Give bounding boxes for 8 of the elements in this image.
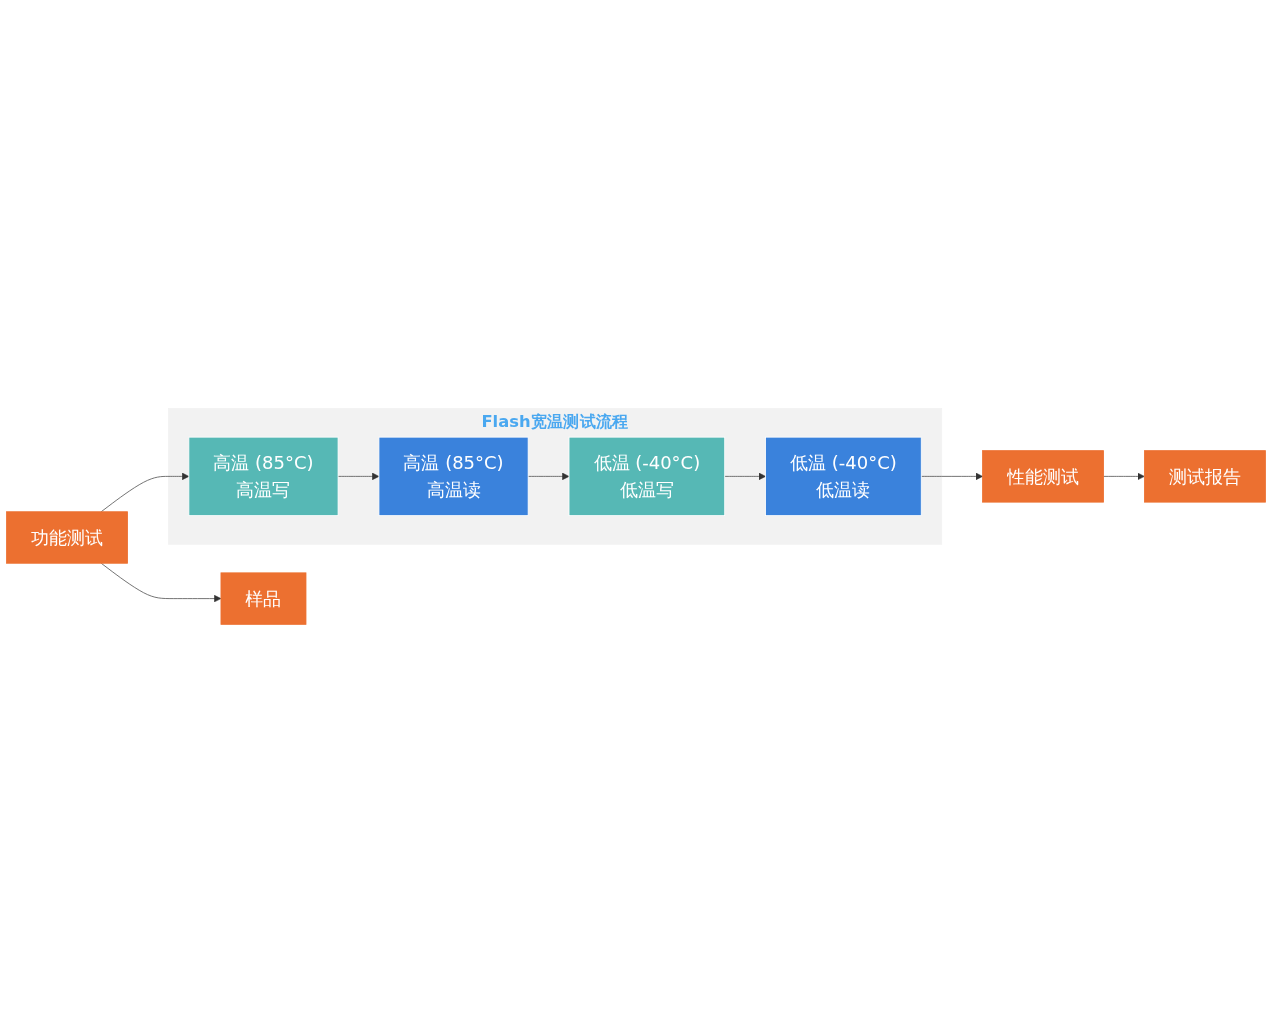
node-box: 功能测试 [6, 510, 128, 564]
node-box: 测试报告 [1144, 449, 1266, 503]
node-box: 样品 [220, 572, 307, 625]
node-box: 性能测试 [982, 449, 1104, 503]
node-box: 低温 (-40°C) 低温读 [765, 436, 922, 516]
node-box: 高温 (85°C) 高温写 [188, 436, 339, 516]
node-box: 低温 (-40°C) 低温写 [568, 436, 726, 516]
node-box: 高温 (85°C) 高温读 [378, 436, 529, 516]
